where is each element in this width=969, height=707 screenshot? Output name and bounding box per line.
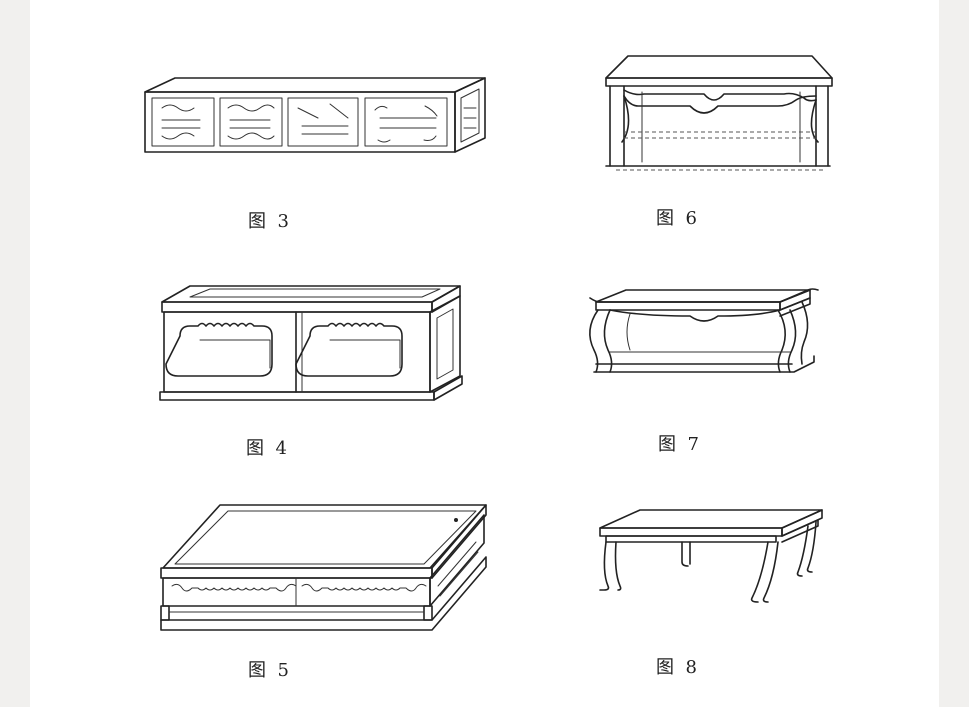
figure-5-drawing xyxy=(160,504,487,631)
figure-7-caption: 图 7 xyxy=(658,434,699,455)
figure-5-caption: 图 5 xyxy=(248,660,289,681)
figure-7-drawing xyxy=(589,288,819,373)
figure-6-drawing xyxy=(605,55,833,171)
figure-3-drawing xyxy=(144,77,486,153)
figure-6-caption: 图 6 xyxy=(656,208,697,229)
figure-3-caption: 图 3 xyxy=(248,211,289,232)
figure-8-drawing xyxy=(599,509,823,603)
figure-4-caption: 图 4 xyxy=(246,438,287,459)
page: 图 3 图 4 xyxy=(30,0,939,707)
figure-4-drawing xyxy=(159,285,463,401)
figure-8-caption: 图 8 xyxy=(656,657,697,678)
